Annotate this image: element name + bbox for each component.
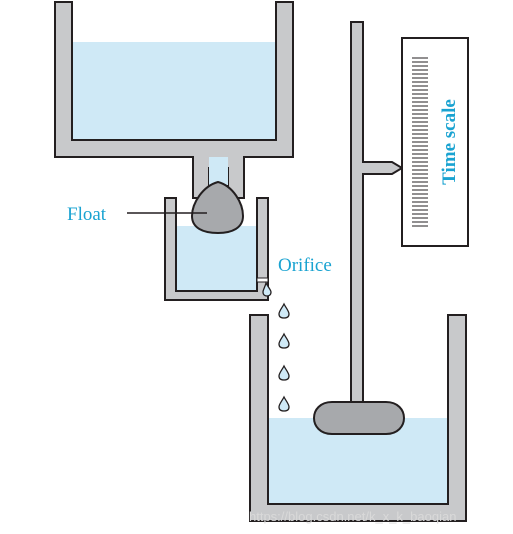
float-label-group: Float	[67, 204, 207, 225]
time-scale-ticks	[412, 57, 428, 227]
rod-with-pointer	[350, 21, 404, 403]
float-chamber-wall	[164, 197, 269, 301]
water-drop-icon	[262, 281, 272, 297]
upper-reservoir-water	[72, 42, 276, 140]
neck-water	[209, 157, 228, 185]
water-drop-icon	[278, 332, 290, 349]
lower-tank-wall	[249, 314, 467, 522]
lower-float	[312, 401, 406, 435]
indicator-rod	[312, 21, 406, 435]
upper-reservoir	[54, 1, 294, 199]
float-body	[190, 180, 245, 235]
water-drop-icon	[278, 364, 290, 381]
upper-reservoir-wall	[54, 1, 294, 199]
water-drop-icon	[278, 395, 290, 412]
float-label: Float	[67, 204, 107, 225]
watermark-text: https://blog.csdn.net/k_x_k_baoqian	[249, 509, 456, 524]
lower-tank	[249, 314, 467, 522]
time-scale-label: Time scale	[439, 99, 460, 185]
orifice-opening	[256, 277, 269, 283]
water-drop-icon	[278, 302, 290, 319]
float-chamber	[164, 180, 269, 301]
orifice-label: Orifice	[278, 255, 332, 276]
float-chamber-water	[176, 226, 257, 291]
time-scale-panel: Time scale	[401, 37, 469, 247]
water-drops	[262, 281, 290, 412]
